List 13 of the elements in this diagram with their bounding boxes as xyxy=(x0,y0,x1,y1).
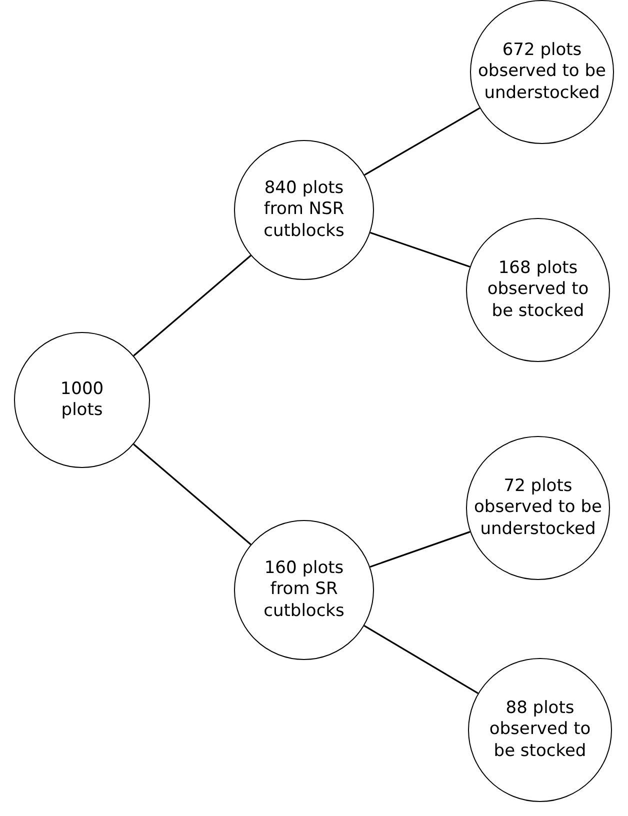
node-label: 88 plots observed to be stocked xyxy=(488,698,592,762)
connector-line xyxy=(133,254,252,356)
connector-line xyxy=(364,625,478,694)
node-label: 160 plots from SR cutblocks xyxy=(262,558,346,622)
node-label: 672 plots observed to be understocked xyxy=(477,40,607,104)
connector-line xyxy=(370,531,470,568)
node-label: 1000 plots xyxy=(59,378,105,422)
node-label: 72 plots observed to be understocked xyxy=(473,476,603,540)
connector-line xyxy=(133,444,252,546)
node-label: 168 plots observed to be stocked xyxy=(486,258,590,322)
connector-line xyxy=(370,232,470,268)
node-label: 840 plots from NSR cutblocks xyxy=(262,178,346,242)
connector-line xyxy=(364,107,480,176)
